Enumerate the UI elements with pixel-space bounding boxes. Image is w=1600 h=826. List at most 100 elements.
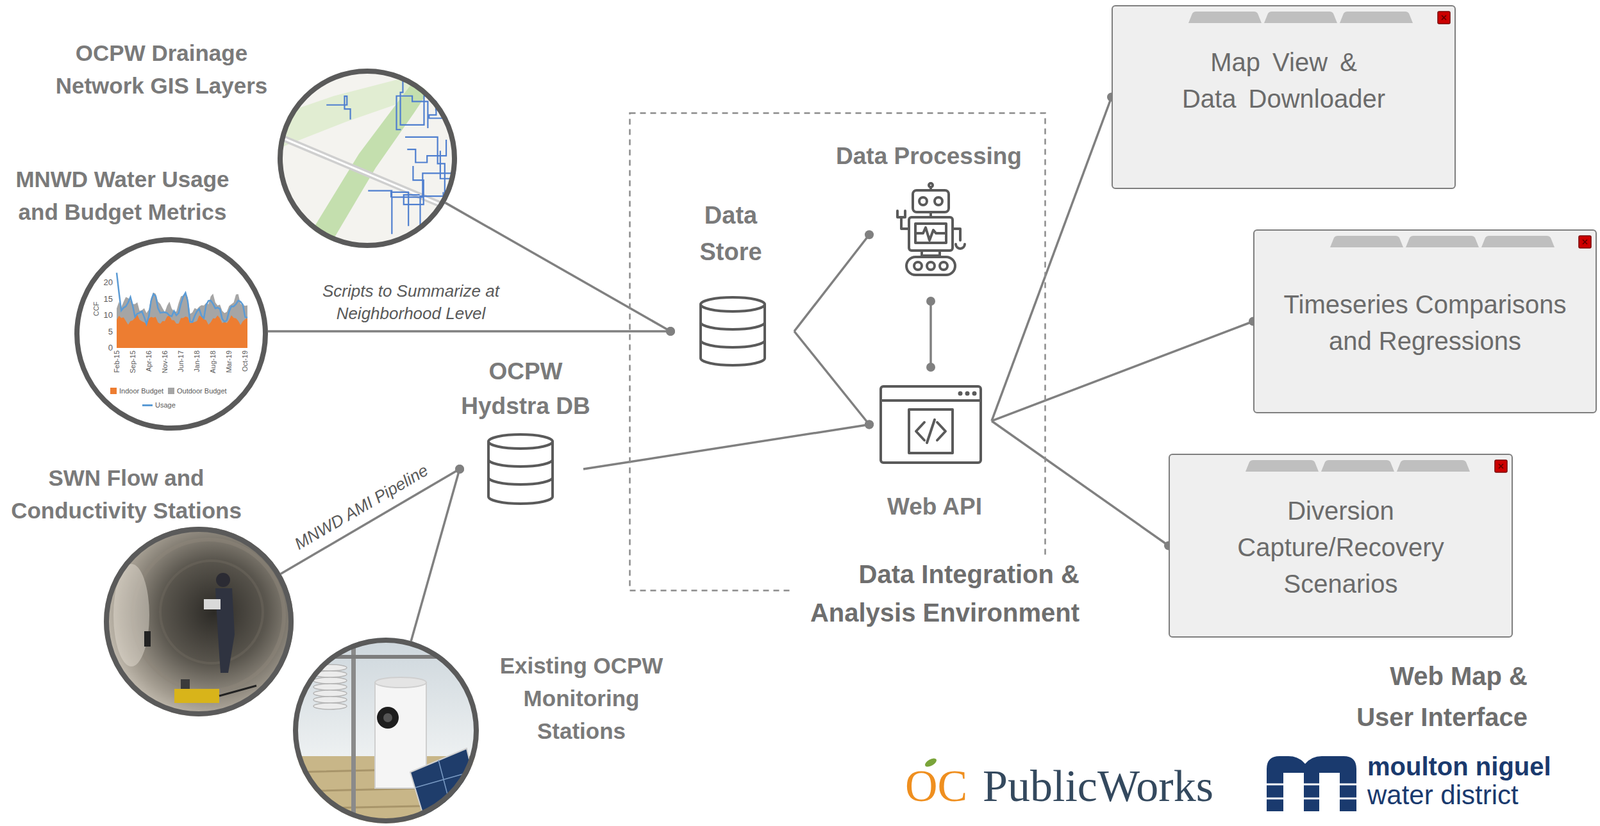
app-window-outline bbox=[1264, 11, 1338, 24]
node-heading: Data Processing bbox=[800, 139, 1058, 174]
gis-map-image bbox=[249, 33, 497, 279]
legend-text: Usage bbox=[155, 400, 176, 410]
usage-line bbox=[116, 273, 248, 325]
app-window-outline bbox=[1330, 235, 1404, 248]
dashed-group-box-outline bbox=[630, 113, 1046, 592]
code-window-icon-outline bbox=[958, 391, 963, 397]
tunnel-photo bbox=[103, 526, 294, 717]
tunnel-photo bbox=[132, 539, 284, 692]
connector-dot bbox=[666, 326, 675, 336]
drainage-line bbox=[326, 96, 350, 120]
drainage-line bbox=[435, 33, 498, 111]
edge-label-holder: MNWD AMI Pipeline bbox=[291, 459, 433, 556]
window-text-area: Timeseries Comparisons and Regressions bbox=[1254, 258, 1596, 388]
window-title: Timeseries Comparisons and Regressions bbox=[1271, 286, 1579, 360]
axis-tick: 10 bbox=[87, 310, 113, 321]
axis-date: Feb-15 bbox=[112, 350, 122, 374]
label-holder: Oct-19 bbox=[241, 350, 250, 372]
label-holder: Sep-15 bbox=[128, 350, 138, 374]
drainage-line bbox=[255, 217, 278, 236]
logo-text: PublicWorks bbox=[982, 764, 1214, 809]
drainage-lines bbox=[249, 33, 497, 279]
connector-line bbox=[794, 331, 874, 430]
robot-icon-outline bbox=[939, 262, 948, 270]
app-window-outline bbox=[1578, 235, 1592, 249]
legend-swatch bbox=[110, 387, 117, 395]
legend-line-sample bbox=[142, 404, 153, 407]
label-holder: 20 bbox=[87, 277, 113, 288]
label-holder: Apr-16 bbox=[144, 350, 154, 372]
tunnel-photo bbox=[174, 689, 220, 704]
tunnel-photo bbox=[103, 526, 294, 717]
image-circle-outline bbox=[280, 71, 455, 246]
connector-dot bbox=[864, 420, 874, 430]
database-icon-outline bbox=[485, 432, 556, 506]
logo-text: moulton niguel bbox=[1367, 752, 1552, 781]
image-circle: Existing OCPW Monitoring Stations bbox=[292, 637, 479, 824]
database-icon-outline bbox=[488, 477, 553, 485]
connector-path bbox=[794, 234, 870, 332]
app-window-outline bbox=[1441, 15, 1447, 20]
database-icon-outline bbox=[700, 340, 765, 348]
image-circle-outline bbox=[103, 526, 294, 717]
label-holder: 5 bbox=[87, 326, 113, 338]
edge-label-holder: Scripts to Summarize at Neighborhood Lev… bbox=[308, 280, 514, 325]
connector-line bbox=[583, 420, 874, 470]
connector-line bbox=[926, 296, 936, 372]
label-holder: Feb-15 bbox=[112, 350, 122, 374]
node-heading: Data Store bbox=[685, 197, 776, 271]
node-heading: OCPW Hydstra DB bbox=[451, 354, 600, 424]
axis-tick: 20 bbox=[87, 277, 113, 288]
drainage-line bbox=[430, 228, 468, 279]
label-holder: Jan-18 bbox=[192, 350, 202, 373]
window-text-area: Map View & Data Downloader bbox=[1112, 16, 1455, 145]
gis-map-image bbox=[277, 64, 458, 149]
axis-date: Oct-19 bbox=[241, 350, 250, 372]
legend-entry: Usage bbox=[142, 400, 176, 410]
robot-icon-outline bbox=[952, 228, 965, 249]
connector-line bbox=[991, 317, 1258, 422]
legend-text: Indoor Budget bbox=[119, 386, 164, 396]
label-holder: CCF bbox=[92, 301, 101, 317]
label-holder: OC bbox=[905, 764, 968, 809]
station-photo bbox=[351, 641, 356, 824]
connector-dot bbox=[926, 296, 936, 306]
database-icon-outline bbox=[488, 434, 553, 449]
database-icon-outline bbox=[697, 295, 768, 368]
app-window-outline bbox=[1396, 460, 1470, 472]
robot-icon-outline bbox=[921, 250, 940, 256]
drainage-line bbox=[391, 173, 473, 234]
station-photo bbox=[376, 707, 399, 729]
label-holder: Mar-19 bbox=[225, 350, 234, 374]
label-holder: moulton niguel bbox=[1367, 752, 1552, 781]
connector-path bbox=[280, 469, 460, 575]
node-heading: Data Integration & Analysis Environment bbox=[791, 555, 1080, 633]
connector-line bbox=[280, 464, 465, 575]
heading-holder: SWN Flow and Conductivity Stations bbox=[4, 461, 249, 527]
connector-path bbox=[267, 330, 671, 333]
window-title: Diversion Capture/Recovery Scenarios bbox=[1225, 492, 1457, 603]
station-photo bbox=[375, 677, 427, 688]
logo-text: water district bbox=[1367, 780, 1519, 811]
drainage-line bbox=[428, 67, 462, 83]
app-window: Diversion Capture/Recovery Scenarios bbox=[1168, 453, 1513, 638]
robot-icon-outline bbox=[926, 262, 935, 270]
robot-icon-outline bbox=[908, 217, 953, 251]
code-window-icon: Web API bbox=[879, 385, 983, 465]
axis-date: Jan-18 bbox=[192, 350, 202, 373]
label-holder: water district bbox=[1367, 780, 1519, 811]
image-circle-outline bbox=[292, 637, 479, 824]
connector-dot bbox=[455, 464, 465, 474]
axis-title: CCF bbox=[92, 301, 101, 317]
tunnel-photo bbox=[144, 631, 151, 647]
robot-icon-outline bbox=[897, 210, 909, 229]
image-circle-outline bbox=[277, 68, 458, 249]
node-heading: OCPW Drainage Network GIS Layers bbox=[49, 36, 274, 102]
station-photo bbox=[292, 637, 479, 824]
station-photo bbox=[383, 713, 393, 723]
app-window-outline bbox=[1245, 460, 1319, 472]
connector-dot bbox=[666, 326, 675, 336]
database-icon: OCPW Hydstra DB bbox=[485, 432, 556, 506]
axis-date: Nov-16 bbox=[160, 350, 170, 374]
database-icon-outline bbox=[488, 459, 553, 467]
